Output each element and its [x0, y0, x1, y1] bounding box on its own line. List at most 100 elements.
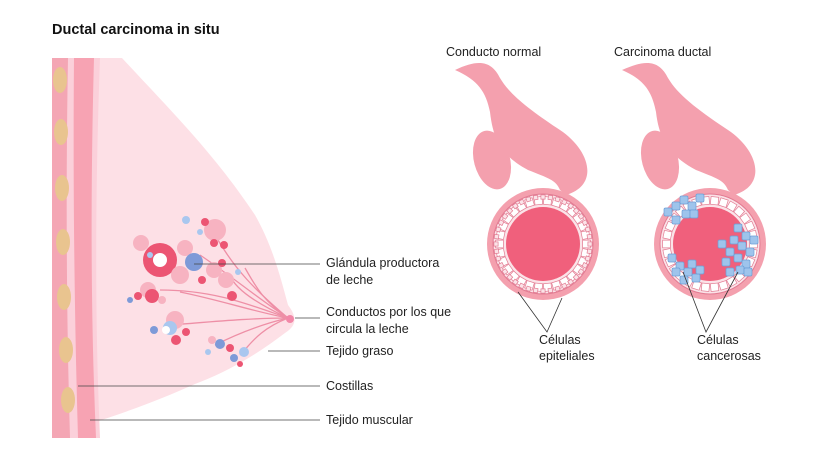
epithelial-cell — [525, 285, 532, 292]
cancer-cell — [679, 275, 689, 285]
ribs-group — [53, 67, 75, 413]
label-epithelial-line2: epiteliales — [539, 349, 595, 363]
label-cancer-line1: Células — [697, 333, 739, 347]
cancer-cell — [671, 215, 681, 225]
cancer-cell — [741, 231, 751, 241]
normal-duct-illustration — [455, 63, 599, 300]
epithelial-cell — [586, 248, 593, 255]
epithelial-cell — [709, 196, 720, 206]
duct-tube — [622, 63, 756, 195]
cancer-cell — [681, 209, 691, 219]
duct-lumen — [506, 207, 580, 281]
epithelial-cell — [501, 212, 509, 220]
carcinoma-duct-title: Carcinoma ductal — [614, 45, 712, 59]
epithelial-cell — [739, 212, 752, 225]
epithelial-cell — [518, 198, 525, 206]
cancer-cell — [687, 201, 697, 211]
breast-tissue — [52, 58, 295, 435]
cancer-cell — [663, 207, 673, 217]
epithelial-cell — [511, 278, 519, 286]
epithelial-cell — [572, 207, 580, 215]
cancer-cell — [725, 267, 735, 277]
cancer-cell — [749, 235, 759, 245]
epithelial-cell — [532, 287, 539, 294]
label-epithelial-line1: Células — [539, 333, 581, 347]
epithelial-cell — [497, 219, 505, 226]
cell-pointer-lines — [517, 271, 739, 333]
epithelial-cell — [501, 268, 509, 276]
breast-illustration — [52, 58, 295, 438]
duct-tube-body — [472, 130, 512, 190]
cancer-cell — [717, 239, 727, 249]
cancer-cell — [745, 247, 755, 257]
epithelial-cell — [584, 226, 591, 233]
label-cancer-line2: cancerosas — [697, 349, 761, 363]
label-muscle: Tejido muscular — [326, 413, 413, 427]
label-ducts-line2: circula la leche — [326, 322, 409, 336]
cancer-cell — [695, 193, 705, 203]
epithelial-cell — [726, 200, 738, 213]
cancer-cell — [687, 259, 697, 269]
cancer-cell — [667, 253, 677, 263]
epithelial-cell — [718, 197, 729, 208]
cancer-cell — [683, 267, 693, 277]
cancer-cell — [691, 273, 701, 283]
epithelial-cell — [577, 212, 585, 220]
cancer-cell — [733, 253, 743, 263]
epithelial-cell — [532, 194, 539, 201]
epithelial-cell — [547, 287, 554, 294]
cancer-cell — [671, 267, 681, 277]
epithelial-cell — [547, 194, 554, 201]
epithelial-cell — [587, 241, 593, 247]
label-ribs: Costillas — [326, 379, 374, 393]
epithelial-cell — [561, 198, 568, 206]
epithelial-cell — [554, 196, 561, 203]
cancer-cell — [729, 235, 739, 245]
epithelial-cell — [567, 202, 575, 210]
epithelial-cell — [662, 239, 671, 249]
epithelial-cell — [495, 226, 502, 233]
epithelial-cell — [497, 262, 505, 269]
nipple — [286, 315, 294, 323]
cancer-cell — [695, 265, 705, 275]
normal-duct-title: Conducto normal — [446, 45, 542, 59]
rib — [53, 67, 67, 93]
cancer-cell — [689, 209, 699, 219]
epithelial-cell — [540, 194, 546, 200]
epithelial-cell — [700, 282, 711, 292]
epithelial-cell — [744, 220, 756, 232]
rib — [55, 175, 69, 201]
epithelial-cell — [511, 202, 519, 210]
cancer-cell — [671, 201, 681, 211]
epithelial-cell — [567, 278, 575, 286]
epithelial-cell — [581, 219, 589, 226]
label-gland-line2: de leche — [326, 273, 374, 287]
epithelial-cell — [584, 255, 591, 262]
epithelial-cell — [586, 233, 593, 240]
epithelial-cell — [709, 282, 720, 292]
epithelial-cell — [662, 229, 673, 240]
epithelial-cell — [733, 205, 746, 218]
cancer-cell — [743, 267, 753, 277]
cancer-cell — [733, 223, 743, 233]
epithelial-cell — [493, 241, 499, 247]
cancer-cell — [725, 247, 735, 257]
epithelial-cell — [506, 273, 514, 281]
page-title: Ductal carcinoma in situ — [52, 22, 220, 38]
epithelial-cell — [572, 273, 580, 281]
epithelial-cell — [525, 196, 532, 203]
epithelial-cell — [495, 255, 502, 262]
label-ducts-line1: Conductos por los que — [326, 305, 452, 319]
epithelial-cell — [506, 207, 514, 215]
epithelial-cell — [493, 248, 500, 255]
gland-cluster — [127, 216, 249, 367]
carcinoma-duct-illustration — [622, 63, 766, 300]
epithelial-cell — [581, 262, 589, 269]
epithelial-cell — [554, 285, 561, 292]
duct-tube-body — [640, 130, 680, 190]
epithelial-cell — [518, 282, 525, 290]
label-fat: Tejido graso — [326, 344, 394, 358]
epithelial-cell — [493, 233, 500, 240]
